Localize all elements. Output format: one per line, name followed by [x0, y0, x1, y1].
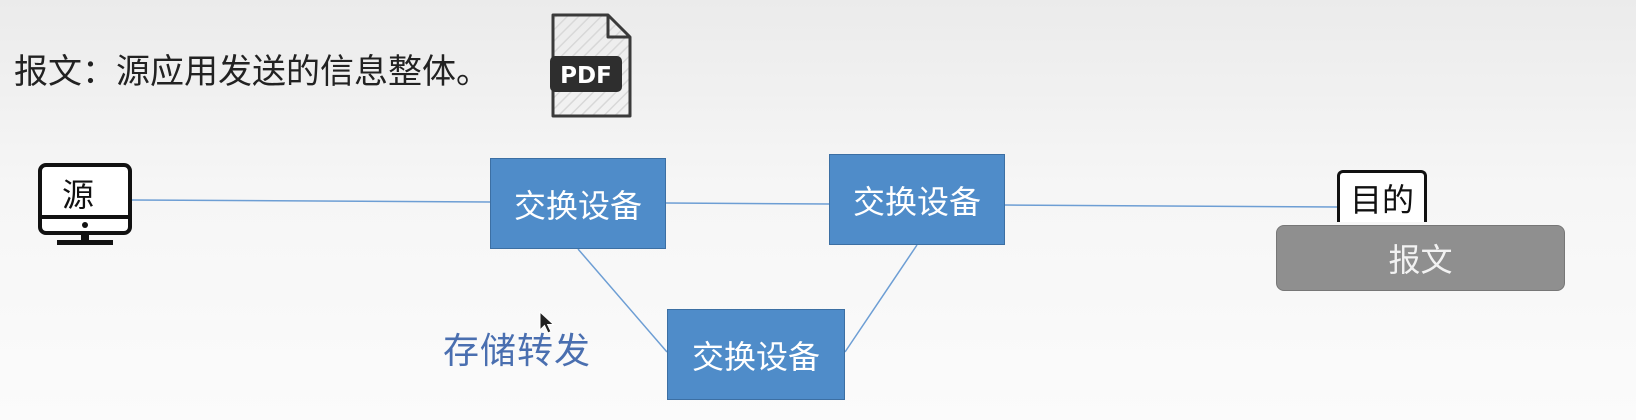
- link-source-switch1: [131, 199, 491, 203]
- pdf-label: PDF: [560, 63, 612, 89]
- switch-device-3: 交换设备: [667, 309, 845, 400]
- link-switch1-switch2: [665, 202, 830, 205]
- switch-device-1: 交换设备: [490, 158, 666, 249]
- store-and-forward-label: 存储转发: [443, 331, 592, 372]
- link-switch2-switch3: [844, 244, 918, 353]
- source-label: 源: [62, 176, 95, 214]
- switch-device-2: 交换设备: [829, 154, 1005, 245]
- computer-icon: [37, 162, 133, 252]
- link-switch1-switch3: [577, 248, 668, 353]
- destination-label: 目的: [1337, 170, 1427, 222]
- link-switch2-destination: [1004, 204, 1338, 208]
- mouse-cursor-icon: [539, 310, 555, 339]
- message-definition: 报文：源应用发送的信息整体。: [14, 52, 490, 92]
- pdf-file-icon: PDF: [548, 12, 634, 124]
- message-packet: 报文: [1276, 225, 1565, 291]
